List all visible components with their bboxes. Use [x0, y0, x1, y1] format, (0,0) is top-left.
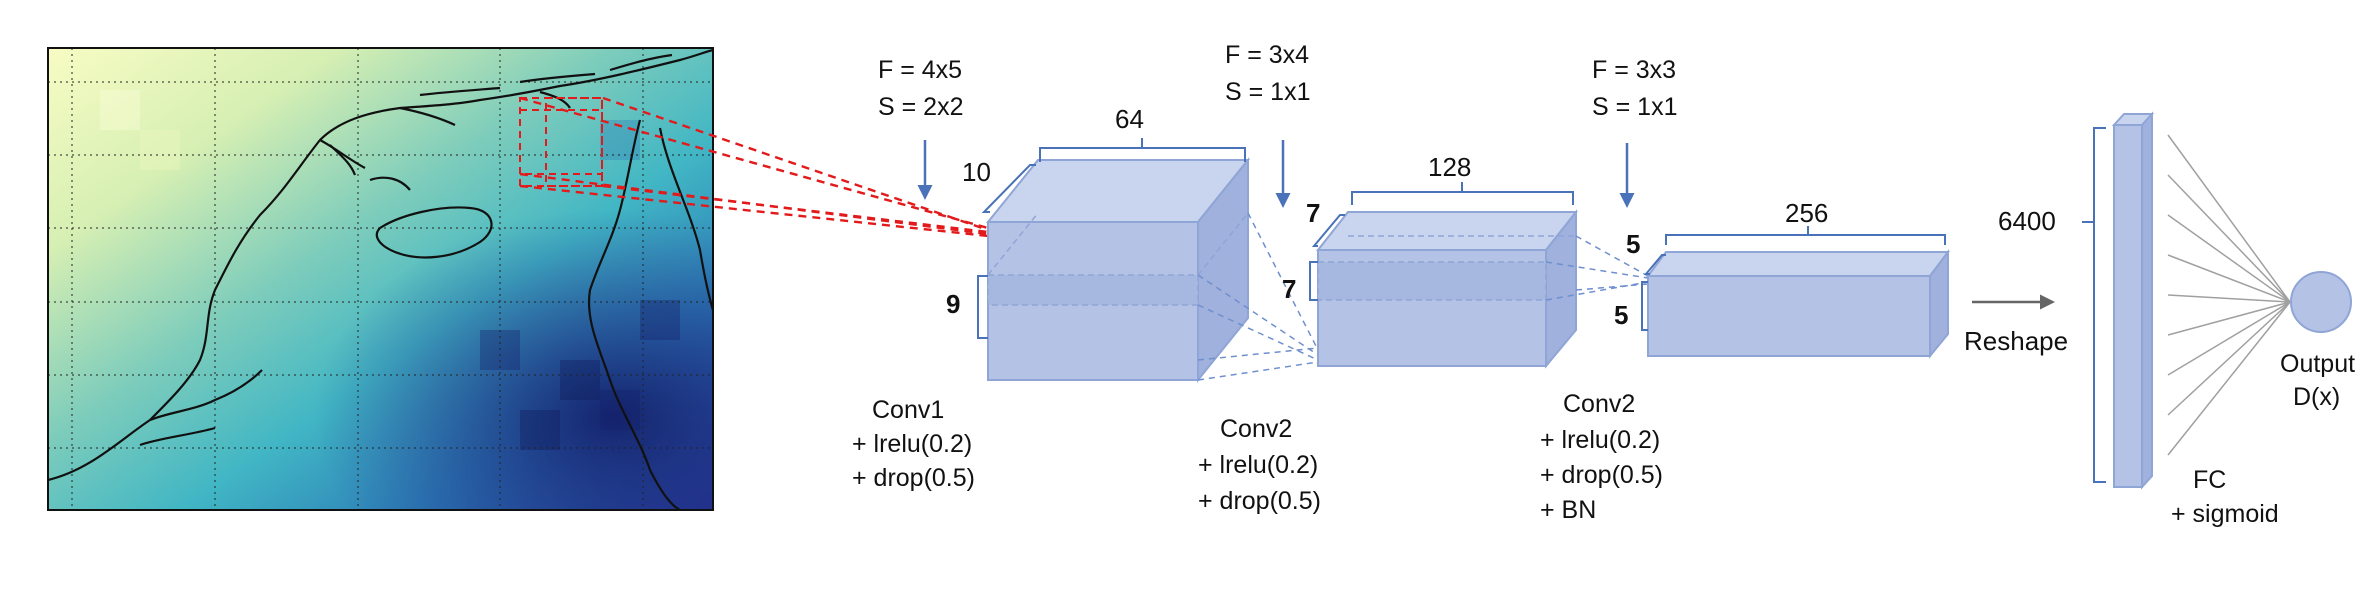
layer-2-filter-size: F = 3x4	[1225, 41, 1309, 69]
layer-2: F = 3x4 S = 1x1 128 7 7 Conv2 + lrelu(0.…	[1198, 41, 1579, 515]
layer-2-caption-title: Conv2	[1220, 415, 1292, 443]
fc-layer: 6400 FC + sigmoid	[1998, 111, 2291, 528]
layer-1-filter-size: F = 4x5	[878, 56, 962, 84]
layer-3-width-brace	[1665, 226, 1946, 245]
layer-2-height-label: 7	[1282, 274, 1296, 304]
layer-1-stride: S = 2x2	[878, 93, 963, 121]
map-dark-region	[48, 48, 713, 510]
layer-1-block	[985, 157, 1251, 383]
layer-1-caption-activation: + lrelu(0.2)	[852, 430, 972, 458]
layer-2-caption-activation: + lrelu(0.2)	[1198, 451, 1318, 479]
reshape: Reshape	[1964, 294, 2068, 356]
layer-2-top-face	[1315, 211, 1579, 251]
map-panel	[47, 47, 714, 511]
layer-1-height-brace	[977, 275, 988, 339]
layer-3-top-face	[1646, 251, 1950, 277]
layer-1-height-label: 9	[946, 289, 960, 319]
fc-connections	[2167, 134, 2291, 456]
layer-1-inner-slice	[987, 274, 1199, 306]
connections-1-2	[1197, 212, 1319, 381]
layer-3-depth-brace	[1643, 254, 1666, 275]
layer-2-inner-slice	[1317, 261, 1547, 301]
layer-3-caption-dropout: + drop(0.5)	[1540, 461, 1663, 489]
layer-2-block	[1315, 209, 1579, 369]
layer-3-height-brace	[1641, 281, 1648, 331]
layer-2-height-brace	[1309, 261, 1318, 301]
layer-3-depth-label: 5	[1626, 229, 1640, 259]
fc-caption-activation: + sigmoid	[2171, 500, 2279, 528]
reshape-label: Reshape	[1964, 326, 2068, 356]
map-pixel-cells	[100, 90, 680, 450]
layer-3-caption-batchnorm: + BN	[1540, 496, 1596, 524]
fc-size-label: 6400	[1998, 206, 2056, 236]
fc-bar	[2111, 111, 2155, 490]
layer-2-width-brace	[1351, 182, 1574, 205]
layer-1: F = 4x5 S = 2x2 64 10 9 Conv1 + lrelu(0.…	[852, 56, 1251, 492]
layer-1-caption-dropout: + drop(0.5)	[852, 464, 975, 492]
layer-3-filter-size: F = 3x3	[1592, 56, 1676, 84]
layer-1-depth-label: 10	[962, 157, 991, 187]
fc-caption-title: FC	[2193, 466, 2226, 494]
layer-3-block	[1646, 249, 1950, 359]
coastline	[48, 48, 713, 510]
map-frame	[47, 47, 714, 511]
layer-1-depth-brace	[981, 164, 1036, 213]
layer-1-width-brace	[1039, 138, 1246, 162]
layer-3-width-label: 256	[1785, 198, 1828, 228]
layer-2-depth-brace	[1311, 214, 1345, 247]
layer-2-stride: S = 1x1	[1225, 78, 1310, 106]
layer-2-caption-dropout: + drop(0.5)	[1198, 487, 1321, 515]
layer-1-caption-title: Conv1	[872, 396, 944, 424]
map-gridlines	[48, 48, 713, 510]
zoom-lines	[519, 96, 989, 238]
layer-3-caption-activation: + lrelu(0.2)	[1540, 426, 1660, 454]
output-caption-function: D(x)	[2293, 383, 2340, 411]
connections-2-3	[1545, 235, 1649, 301]
layer-3-stride: S = 1x1	[1592, 93, 1677, 121]
output-caption-title: Output	[2280, 350, 2355, 378]
layer-3: F = 3x3 S = 1x1 256 5 5 Conv2 + lrelu(0.…	[1540, 56, 1950, 524]
layer-1-width-label: 64	[1115, 104, 1144, 134]
layer-3-front-face	[1647, 275, 1931, 357]
output-circle	[2290, 271, 2352, 333]
layer-2-depth-label: 7	[1306, 198, 1320, 228]
layer-3-caption-title: Conv2	[1563, 390, 1635, 418]
layer-2-width-label: 128	[1428, 152, 1471, 182]
fc-size-brace	[2082, 127, 2106, 483]
layer-3-height-label: 5	[1614, 300, 1628, 330]
output-node: Output D(x)	[2280, 271, 2355, 411]
